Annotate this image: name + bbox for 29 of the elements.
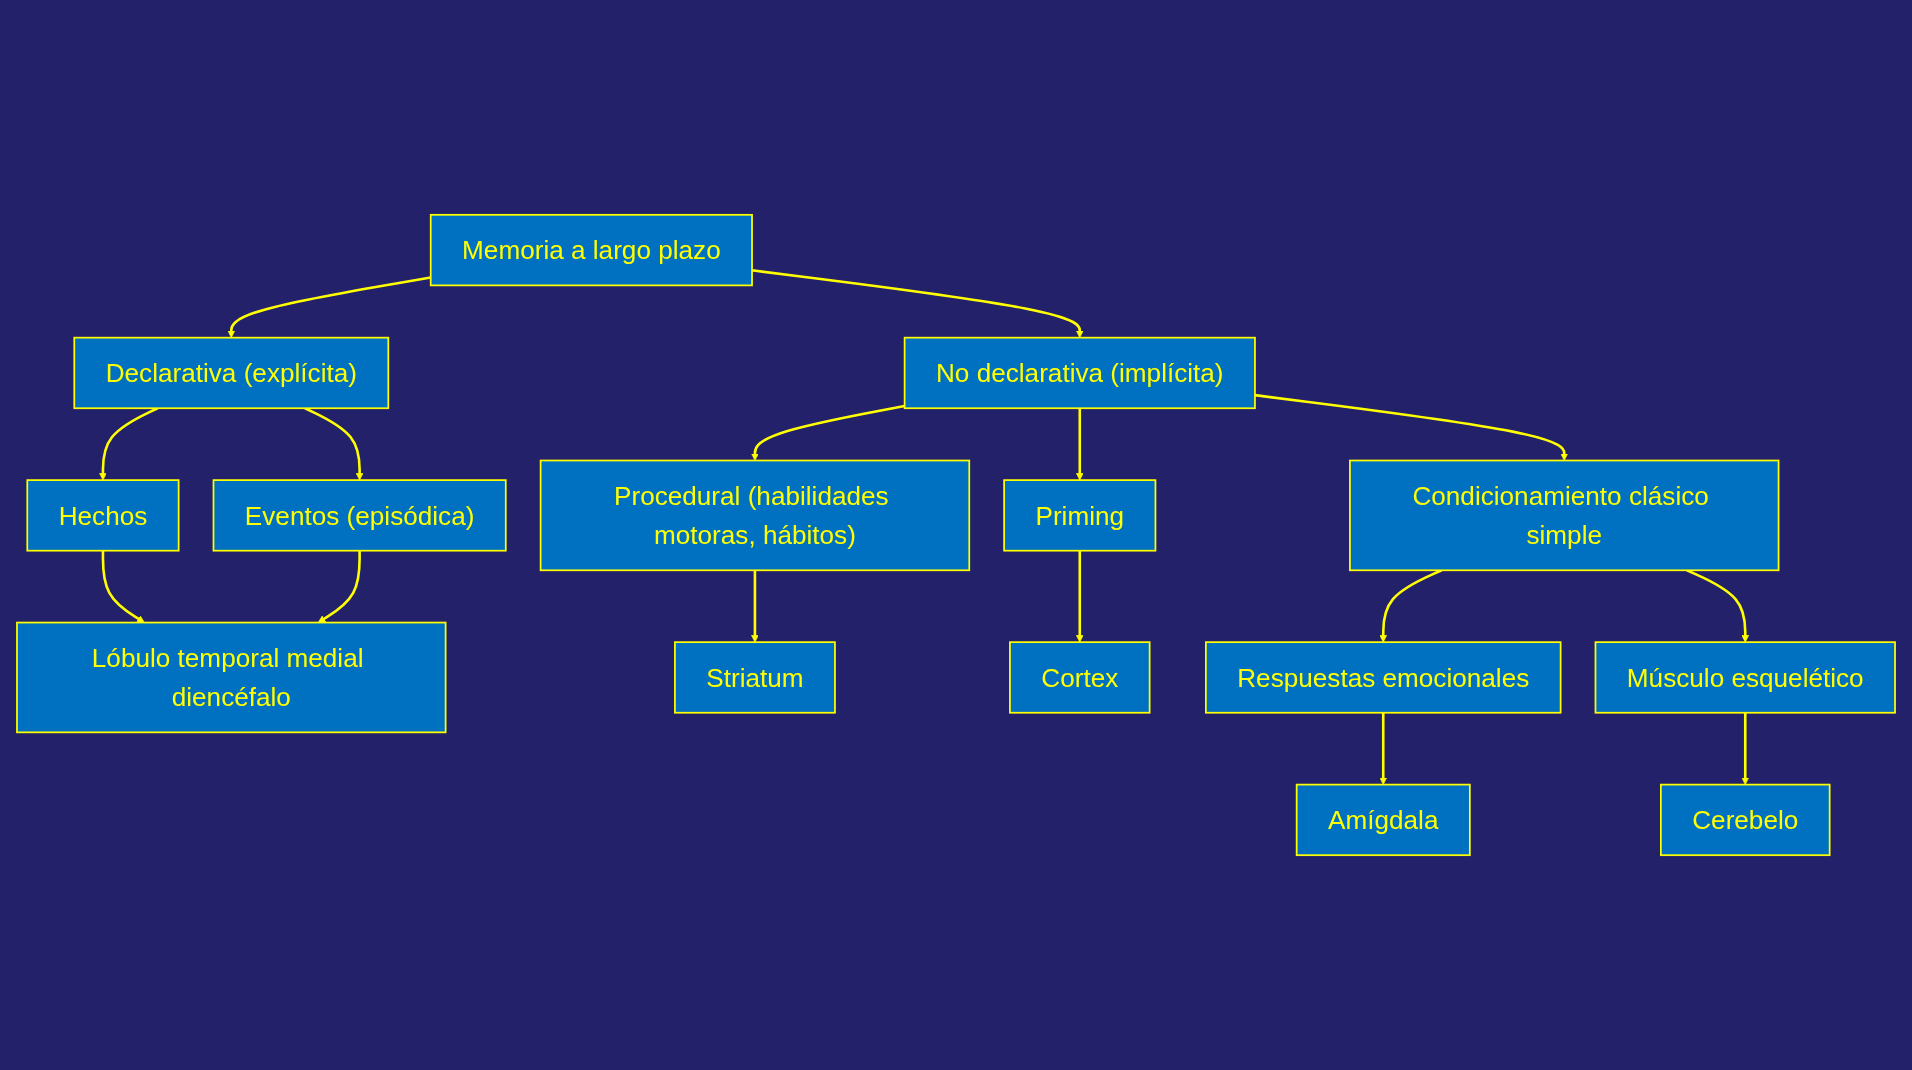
node-box: Lóbulo temporal medial diencéfalo <box>16 621 447 734</box>
node-box: Condicionamiento clásico simple <box>1349 459 1780 572</box>
node-box: Respuestas emocionales <box>1205 641 1562 714</box>
arrow <box>227 276 431 338</box>
arrow <box>751 570 759 643</box>
arrow <box>317 550 361 623</box>
node-box: Hechos <box>26 479 180 552</box>
arrow <box>1075 550 1084 643</box>
arrow <box>1254 393 1569 461</box>
arrow <box>99 407 159 481</box>
node-box: Amígdala <box>1295 783 1471 857</box>
node-box: Eventos (episódica) <box>212 479 507 552</box>
node-box: Músculo esquelético <box>1594 641 1896 714</box>
arrow <box>101 550 145 623</box>
node-box: Cerebelo <box>1660 783 1831 857</box>
node-box: Declarativa (explícita) <box>73 336 390 410</box>
arrow <box>1741 712 1750 785</box>
arrow <box>1075 408 1084 481</box>
arrow <box>304 407 364 481</box>
arrow <box>1379 569 1443 643</box>
arrow <box>1379 712 1388 785</box>
node-box: Memoria a largo plazo <box>429 213 753 287</box>
node-box: Priming <box>1003 479 1157 552</box>
arrow <box>1686 569 1750 643</box>
node-box: Procedural (habilidades motoras, hábitos) <box>539 459 971 572</box>
arrow <box>751 404 905 461</box>
node-box: No declarativa (implícita) <box>903 336 1256 410</box>
node-box: Cortex <box>1009 641 1151 714</box>
node-box: Striatum <box>674 641 836 714</box>
